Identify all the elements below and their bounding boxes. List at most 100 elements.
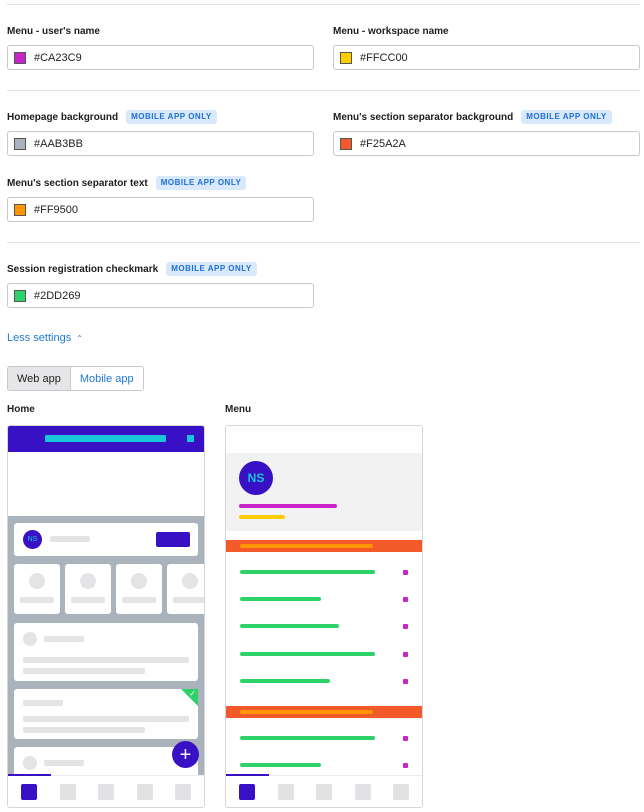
- tab-indicator: [226, 774, 269, 776]
- placeholder-circle: [23, 632, 37, 646]
- home-phone-preview: NS ✓: [7, 425, 205, 808]
- section-separator-text-label: Menu's section separator text MOBILE APP…: [7, 176, 247, 190]
- menu-workspace-name-field: Menu - workspace name #FFCC00: [333, 24, 640, 70]
- workspace-name-bar: [239, 515, 285, 519]
- profile-card: NS: [14, 523, 198, 556]
- tab-icon: [98, 784, 114, 800]
- tile: [14, 564, 60, 614]
- color-value: #FF9500: [34, 203, 79, 216]
- tile: [116, 564, 162, 614]
- tab-mobile-app[interactable]: Mobile app: [69, 367, 143, 390]
- placeholder-line: [173, 597, 204, 603]
- avatar: NS: [23, 530, 42, 549]
- tab-icon: [175, 784, 191, 800]
- color-value: #AAB3BB: [34, 137, 83, 150]
- placeholder-circle: [80, 573, 96, 589]
- tab-icon: [278, 784, 294, 800]
- menu-user-block: NS: [226, 453, 422, 531]
- checkmark-corner: [181, 689, 198, 706]
- chevron-up-icon: ⌃: [76, 333, 83, 343]
- placeholder-circle: [182, 573, 198, 589]
- menu-workspace-name-label: Menu - workspace name: [333, 25, 449, 37]
- section-separator: [226, 540, 422, 552]
- session-card: [14, 623, 198, 681]
- less-settings-label: Less settings: [7, 332, 72, 344]
- homepage-background-input[interactable]: #AAB3BB: [7, 131, 314, 156]
- placeholder-line: [23, 700, 63, 706]
- menu-item-dot: [403, 763, 408, 768]
- menu-preview-title: Menu: [225, 404, 252, 415]
- menu-user-name-input[interactable]: #CA23C9: [7, 45, 314, 70]
- tab-icon: [355, 784, 371, 800]
- placeholder-line: [23, 668, 145, 674]
- header-square: [187, 435, 194, 442]
- mobile-only-badge: MOBILE APP ONLY: [126, 110, 217, 124]
- color-swatch[interactable]: [340, 137, 352, 150]
- placeholder-line: [23, 727, 145, 733]
- color-swatch[interactable]: [14, 203, 26, 216]
- menu-item-dot: [403, 652, 408, 657]
- section-separator-text-field: Menu's section separator text MOBILE APP…: [7, 176, 314, 222]
- user-name-bar: [239, 504, 337, 508]
- session-checkmark-input[interactable]: #2DD269: [7, 283, 314, 308]
- menu-item-bar: [240, 624, 339, 628]
- homepage-background-field: Homepage background MOBILE APP ONLY #AAB…: [7, 110, 314, 156]
- section-separator-text: [240, 544, 373, 548]
- home-preview-title: Home: [7, 404, 35, 415]
- tile: [65, 564, 111, 614]
- placeholder-line: [23, 716, 189, 722]
- section-separator-background-label: Menu's section separator background MOBI…: [333, 110, 612, 124]
- menu-item-bar: [240, 570, 375, 574]
- placeholder-line: [122, 597, 156, 603]
- tab-icon: [21, 784, 37, 800]
- tab-icon: [60, 784, 76, 800]
- section-separator-background-input[interactable]: #F25A2A: [333, 131, 640, 156]
- tab-web-app[interactable]: Web app: [8, 367, 70, 390]
- tab-icon: [393, 784, 409, 800]
- menu-user-name-label: Menu - user's name: [7, 25, 100, 37]
- mobile-only-badge: MOBILE APP ONLY: [155, 176, 247, 190]
- home-tab-bar: [8, 774, 204, 807]
- session-checkmark-field: Session registration checkmark MOBILE AP…: [7, 262, 314, 308]
- workspace-name-bar: [45, 435, 166, 442]
- color-swatch[interactable]: [14, 51, 26, 64]
- plus-icon: +: [172, 741, 199, 768]
- color-value: #F25A2A: [360, 137, 406, 150]
- check-icon: ✓: [189, 689, 196, 698]
- placeholder-line: [71, 597, 105, 603]
- section-divider: [7, 90, 640, 91]
- section-separator-text-input[interactable]: #FF9500: [7, 197, 314, 222]
- placeholder-circle: [131, 573, 147, 589]
- menu-item-dot: [403, 624, 408, 629]
- menu-workspace-name-input[interactable]: #FFCC00: [333, 45, 640, 70]
- menu-item-dot: [403, 597, 408, 602]
- menu-item-bar: [240, 597, 321, 601]
- placeholder-line: [50, 536, 90, 542]
- placeholder-circle: [23, 756, 37, 770]
- section-divider: [7, 242, 640, 243]
- tab-icon: [239, 784, 255, 800]
- menu-item-dot: [403, 679, 408, 684]
- placeholder-line: [44, 760, 84, 766]
- tab-icon: [137, 784, 153, 800]
- placeholder-line: [20, 597, 54, 603]
- homepage-background: NS ✓: [8, 516, 204, 787]
- color-swatch[interactable]: [340, 51, 352, 64]
- menu-item-bar: [240, 736, 375, 740]
- menu-item-bar: [240, 679, 330, 683]
- top-divider: [7, 4, 640, 5]
- section-separator: [226, 706, 422, 718]
- tab-icon: [316, 784, 332, 800]
- mobile-only-badge: MOBILE APP ONLY: [166, 262, 257, 276]
- placeholder-line: [44, 636, 84, 642]
- color-swatch[interactable]: [14, 289, 26, 302]
- placeholder-line: [23, 657, 189, 663]
- color-swatch[interactable]: [14, 137, 26, 150]
- less-settings-link[interactable]: Less settings ⌃: [7, 332, 83, 344]
- menu-user-name-field: Menu - user's name #CA23C9: [7, 24, 314, 70]
- preview-tab-switch: Web app Mobile app: [7, 366, 144, 391]
- section-separator-background-field: Menu's section separator background MOBI…: [333, 110, 640, 156]
- profile-action-button: [156, 532, 190, 547]
- registered-session-card: ✓: [14, 689, 198, 739]
- menu-item-bar: [240, 652, 375, 656]
